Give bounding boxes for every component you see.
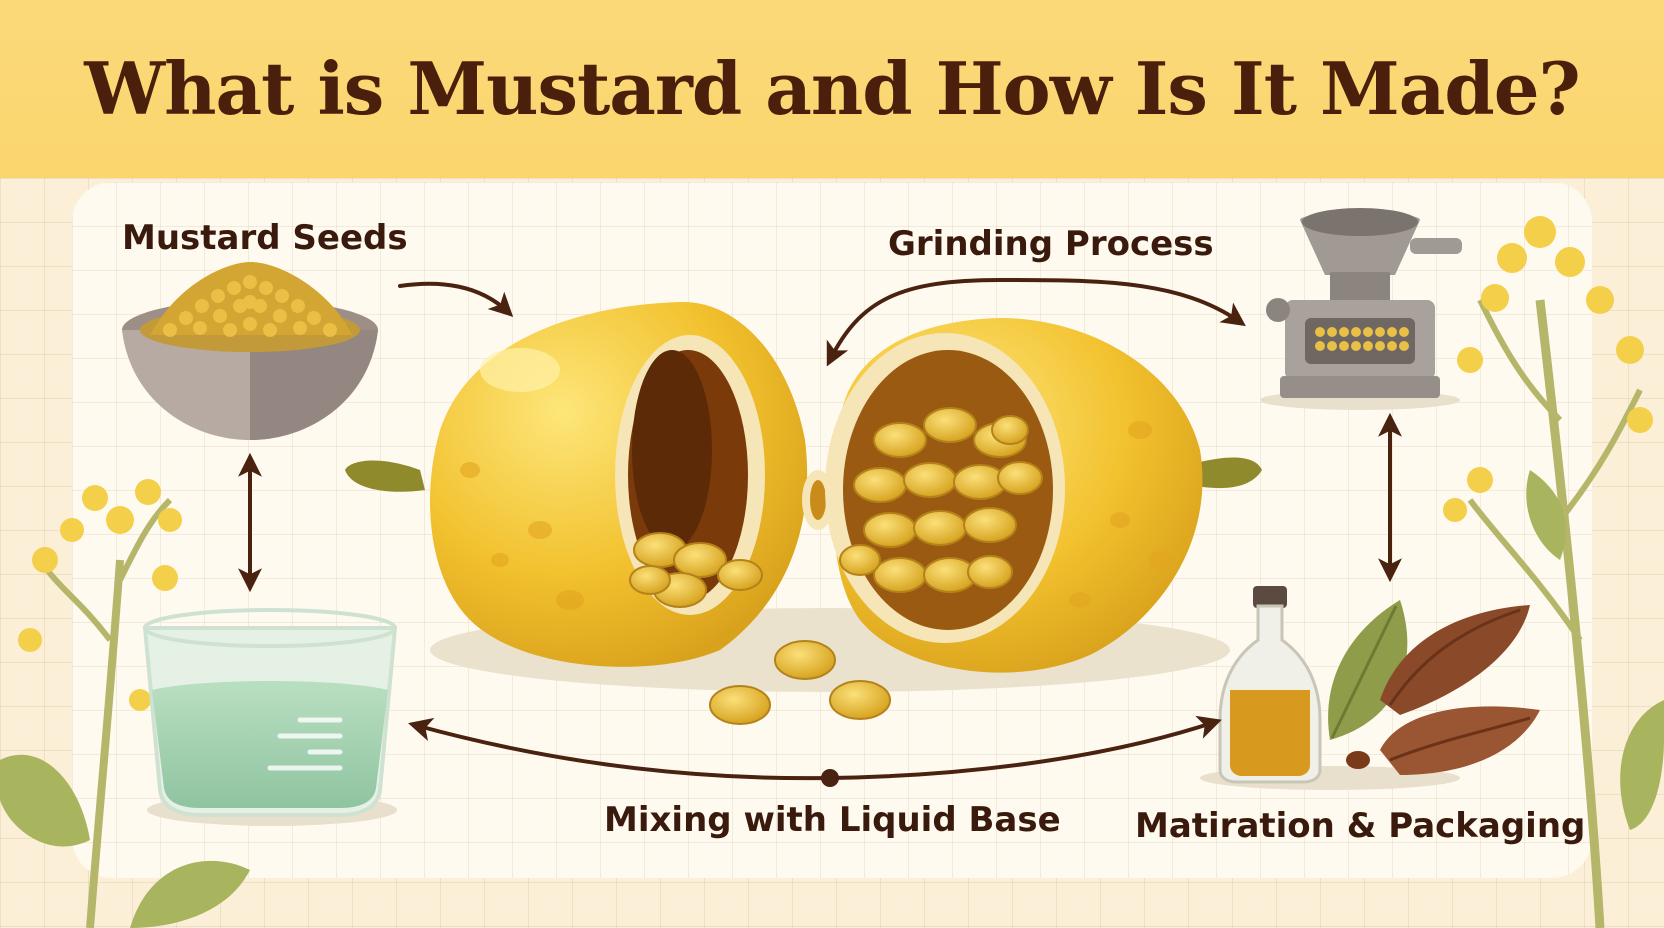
oil-bottle-icon [1200,586,1460,790]
cocoa-pods-icon [1346,605,1540,775]
page-title: What is Mustard and How Is It Made? [84,46,1580,131]
arrow-grinding [826,277,1246,367]
mustard-fruit-icon [345,301,1262,725]
leaf-icon [1328,600,1408,740]
label-maturation: Matiration & Packaging [1135,806,1586,846]
arrow-seeds-to-fruit [398,281,514,317]
mustard-flower-left-icon [0,479,250,928]
grinder-machine-icon [1260,208,1462,410]
seed-bowl-icon [122,262,378,440]
water-glass-icon [142,608,398,826]
label-mixing: Mixing with Liquid Base [604,800,1061,840]
arrow-mixing-dot [821,769,839,787]
label-mustard-seeds: Mustard Seeds [122,218,408,258]
mustard-flower-right-icon [1443,216,1664,928]
label-grinding-process: Grinding Process [888,224,1214,264]
title-banner [0,0,1664,178]
arrow-mixing [408,715,1222,781]
